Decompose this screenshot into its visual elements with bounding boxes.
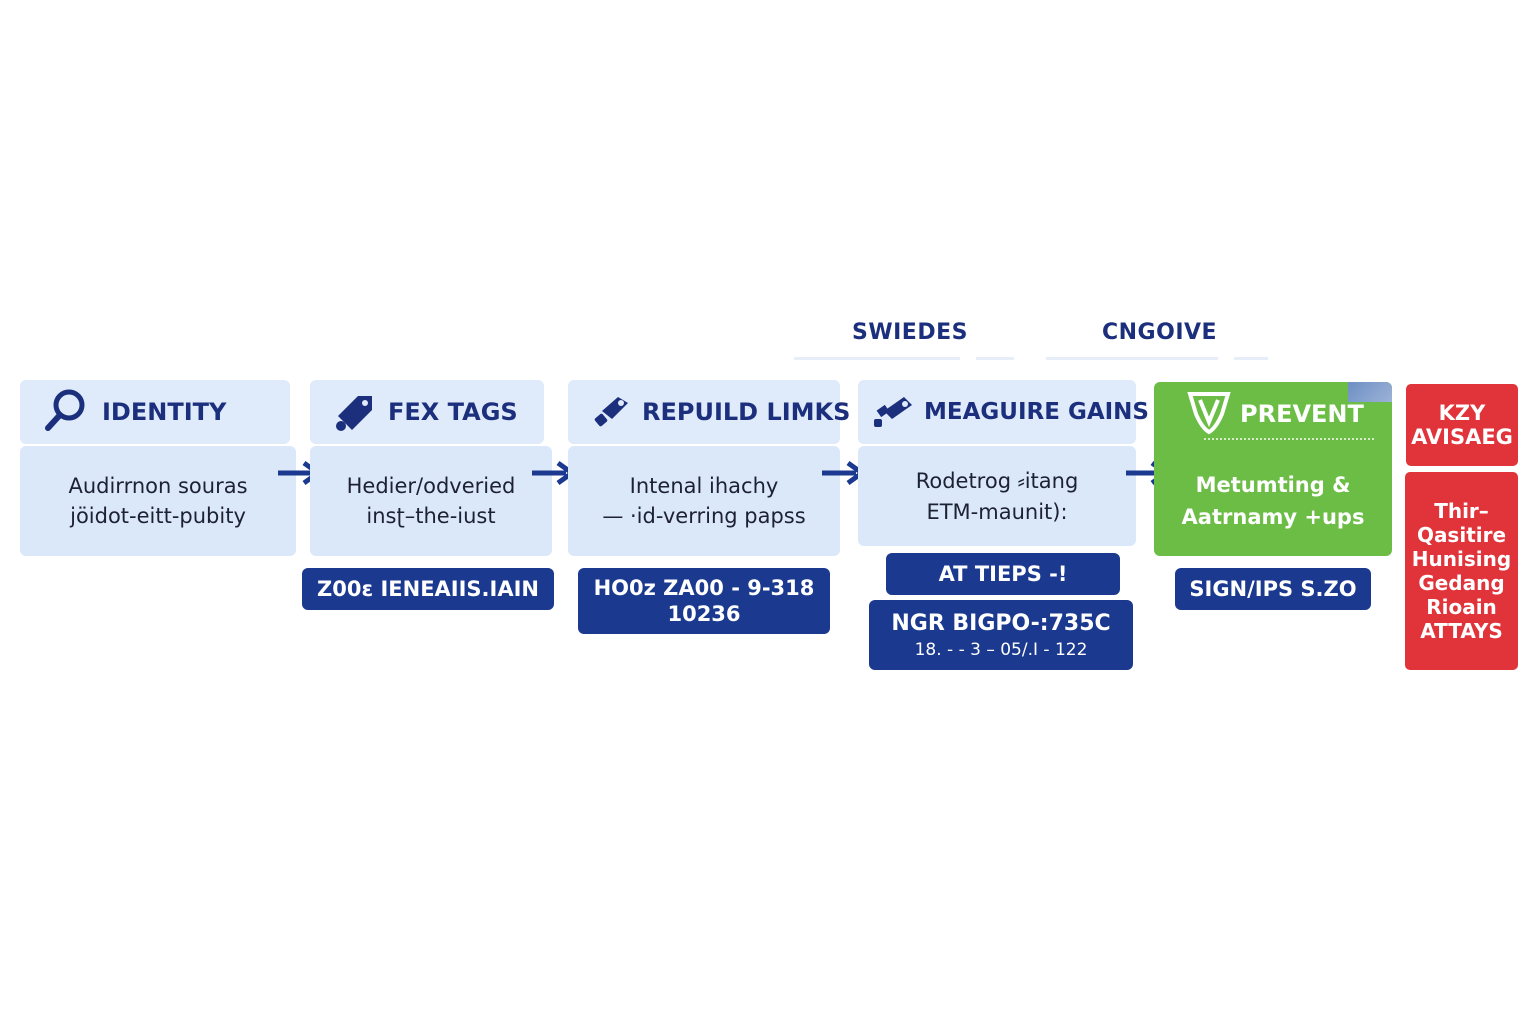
step-card-measure[interactable]: MEAGUIRE GAINS Rodetrog ⸗itang ETM-mauni… xyxy=(858,380,1149,556)
section-label-right: CNGOIVE xyxy=(1102,320,1218,345)
alert-text: Hunising xyxy=(1411,547,1512,571)
card-title: REPUILD LIMKS xyxy=(642,398,851,426)
card-text-line: jöidot-eitt-pubity xyxy=(70,504,246,528)
card-text-line: Audirrnon souras xyxy=(68,474,248,498)
alert-text: Qasitire xyxy=(1416,523,1507,547)
step-badge: AT TIEPS -! xyxy=(886,553,1120,595)
camera-icon xyxy=(870,389,916,435)
step-card-identity[interactable]: IDENTITY Audirrnon souras jöidot-eitt-pu… xyxy=(20,380,296,556)
card-text-line: ETM-maunit): xyxy=(926,499,1068,524)
card-title: MEAGUIRE GAINS xyxy=(924,399,1149,425)
card-header: FEX TAGS xyxy=(310,380,544,444)
shield-icon xyxy=(1186,388,1232,440)
alert-text: ATTAYS xyxy=(1420,619,1503,643)
section-divider xyxy=(976,357,1014,360)
card-header: REPUILD LIMKS xyxy=(568,380,850,444)
step-badge: NGR BIGPO-:735C 18. - - 3 – 05/.I - 122 xyxy=(869,600,1133,670)
alert-text: KZY xyxy=(1438,401,1486,425)
link-icon xyxy=(590,389,632,435)
section-label-left: SWIEDES xyxy=(852,320,968,345)
card-title: IDENTITY xyxy=(102,398,227,426)
tag-icon xyxy=(332,388,376,436)
badge-text: Z00ɛ IENEAIIS.IAIN xyxy=(317,577,539,601)
card-text-line: Hedier/odveried xyxy=(346,474,516,498)
card-text-line: — ·id-verring papss xyxy=(602,504,806,528)
section-divider xyxy=(794,357,960,360)
alert-panel-bottom[interactable]: Thir– Qasitire Hunising Gedang Rioain AT… xyxy=(1405,472,1518,670)
alert-text: Gedang xyxy=(1418,571,1505,595)
card-text-line: Aatrnamy +ups xyxy=(1181,505,1365,529)
badge-text: AT TIEPS -! xyxy=(938,562,1068,586)
card-title: PREVENT xyxy=(1240,400,1364,428)
card-text-line: Intenal ihachy xyxy=(629,474,779,498)
magnifier-icon xyxy=(42,386,90,438)
alert-text: Rioain xyxy=(1426,595,1497,619)
card-body: Hedier/odveried insʈ–the-iust xyxy=(310,446,552,556)
step-badge: HO0z ZA00 - 9-318 10236 xyxy=(578,568,830,634)
badge-text: NGR BIGPO-:735C xyxy=(891,610,1111,636)
card-text-line: insʈ–the-iust xyxy=(366,504,496,528)
section-divider xyxy=(1234,357,1268,360)
card-title: FEX TAGS xyxy=(388,398,518,426)
alert-panel-top[interactable]: KZY AVISAEG xyxy=(1406,384,1518,466)
step-card-links[interactable]: REPUILD LIMKS Intenal ihachy — ·id-verri… xyxy=(568,380,850,556)
badge-text: 10236 xyxy=(667,602,741,626)
corner-fold xyxy=(1348,382,1392,402)
step-badge: SIGN/IPS S.ZO xyxy=(1175,568,1371,610)
card-body: Metumting & Aatrnamy +ups xyxy=(1154,458,1392,544)
step-card-tags[interactable]: FEX TAGS Hedier/odveried insʈ–the-iust xyxy=(310,380,552,556)
card-text-line: Rodetrog ⸗itang xyxy=(915,468,1079,493)
step-card-prevent[interactable]: PREVENT Metumting & Aatrnamy +ups xyxy=(1154,382,1392,556)
alert-text: Thir– xyxy=(1434,499,1489,523)
section-divider xyxy=(1046,357,1218,360)
card-text-line: Metumting & xyxy=(1195,473,1351,497)
card-body: Rodetrog ⸗itang ETM-maunit): xyxy=(858,446,1136,546)
alert-text: AVISAEG xyxy=(1411,425,1513,449)
card-header: MEAGUIRE GAINS xyxy=(858,380,1149,444)
card-header: IDENTITY xyxy=(20,380,290,444)
badge-text: SIGN/IPS S.ZO xyxy=(1189,577,1357,601)
card-body: Audirrnon souras jöidot-eitt-pubity xyxy=(20,446,296,556)
card-body: Intenal ihachy — ·id-verring papss xyxy=(568,446,840,556)
badge-text: HO0z ZA00 - 9-318 xyxy=(593,576,815,600)
fine-print-divider xyxy=(1204,438,1374,443)
step-badge: Z00ɛ IENEAIIS.IAIN xyxy=(302,568,554,610)
card-header: PREVENT xyxy=(1154,382,1392,446)
badge-text: 18. - - 3 – 05/.I - 122 xyxy=(914,639,1088,660)
